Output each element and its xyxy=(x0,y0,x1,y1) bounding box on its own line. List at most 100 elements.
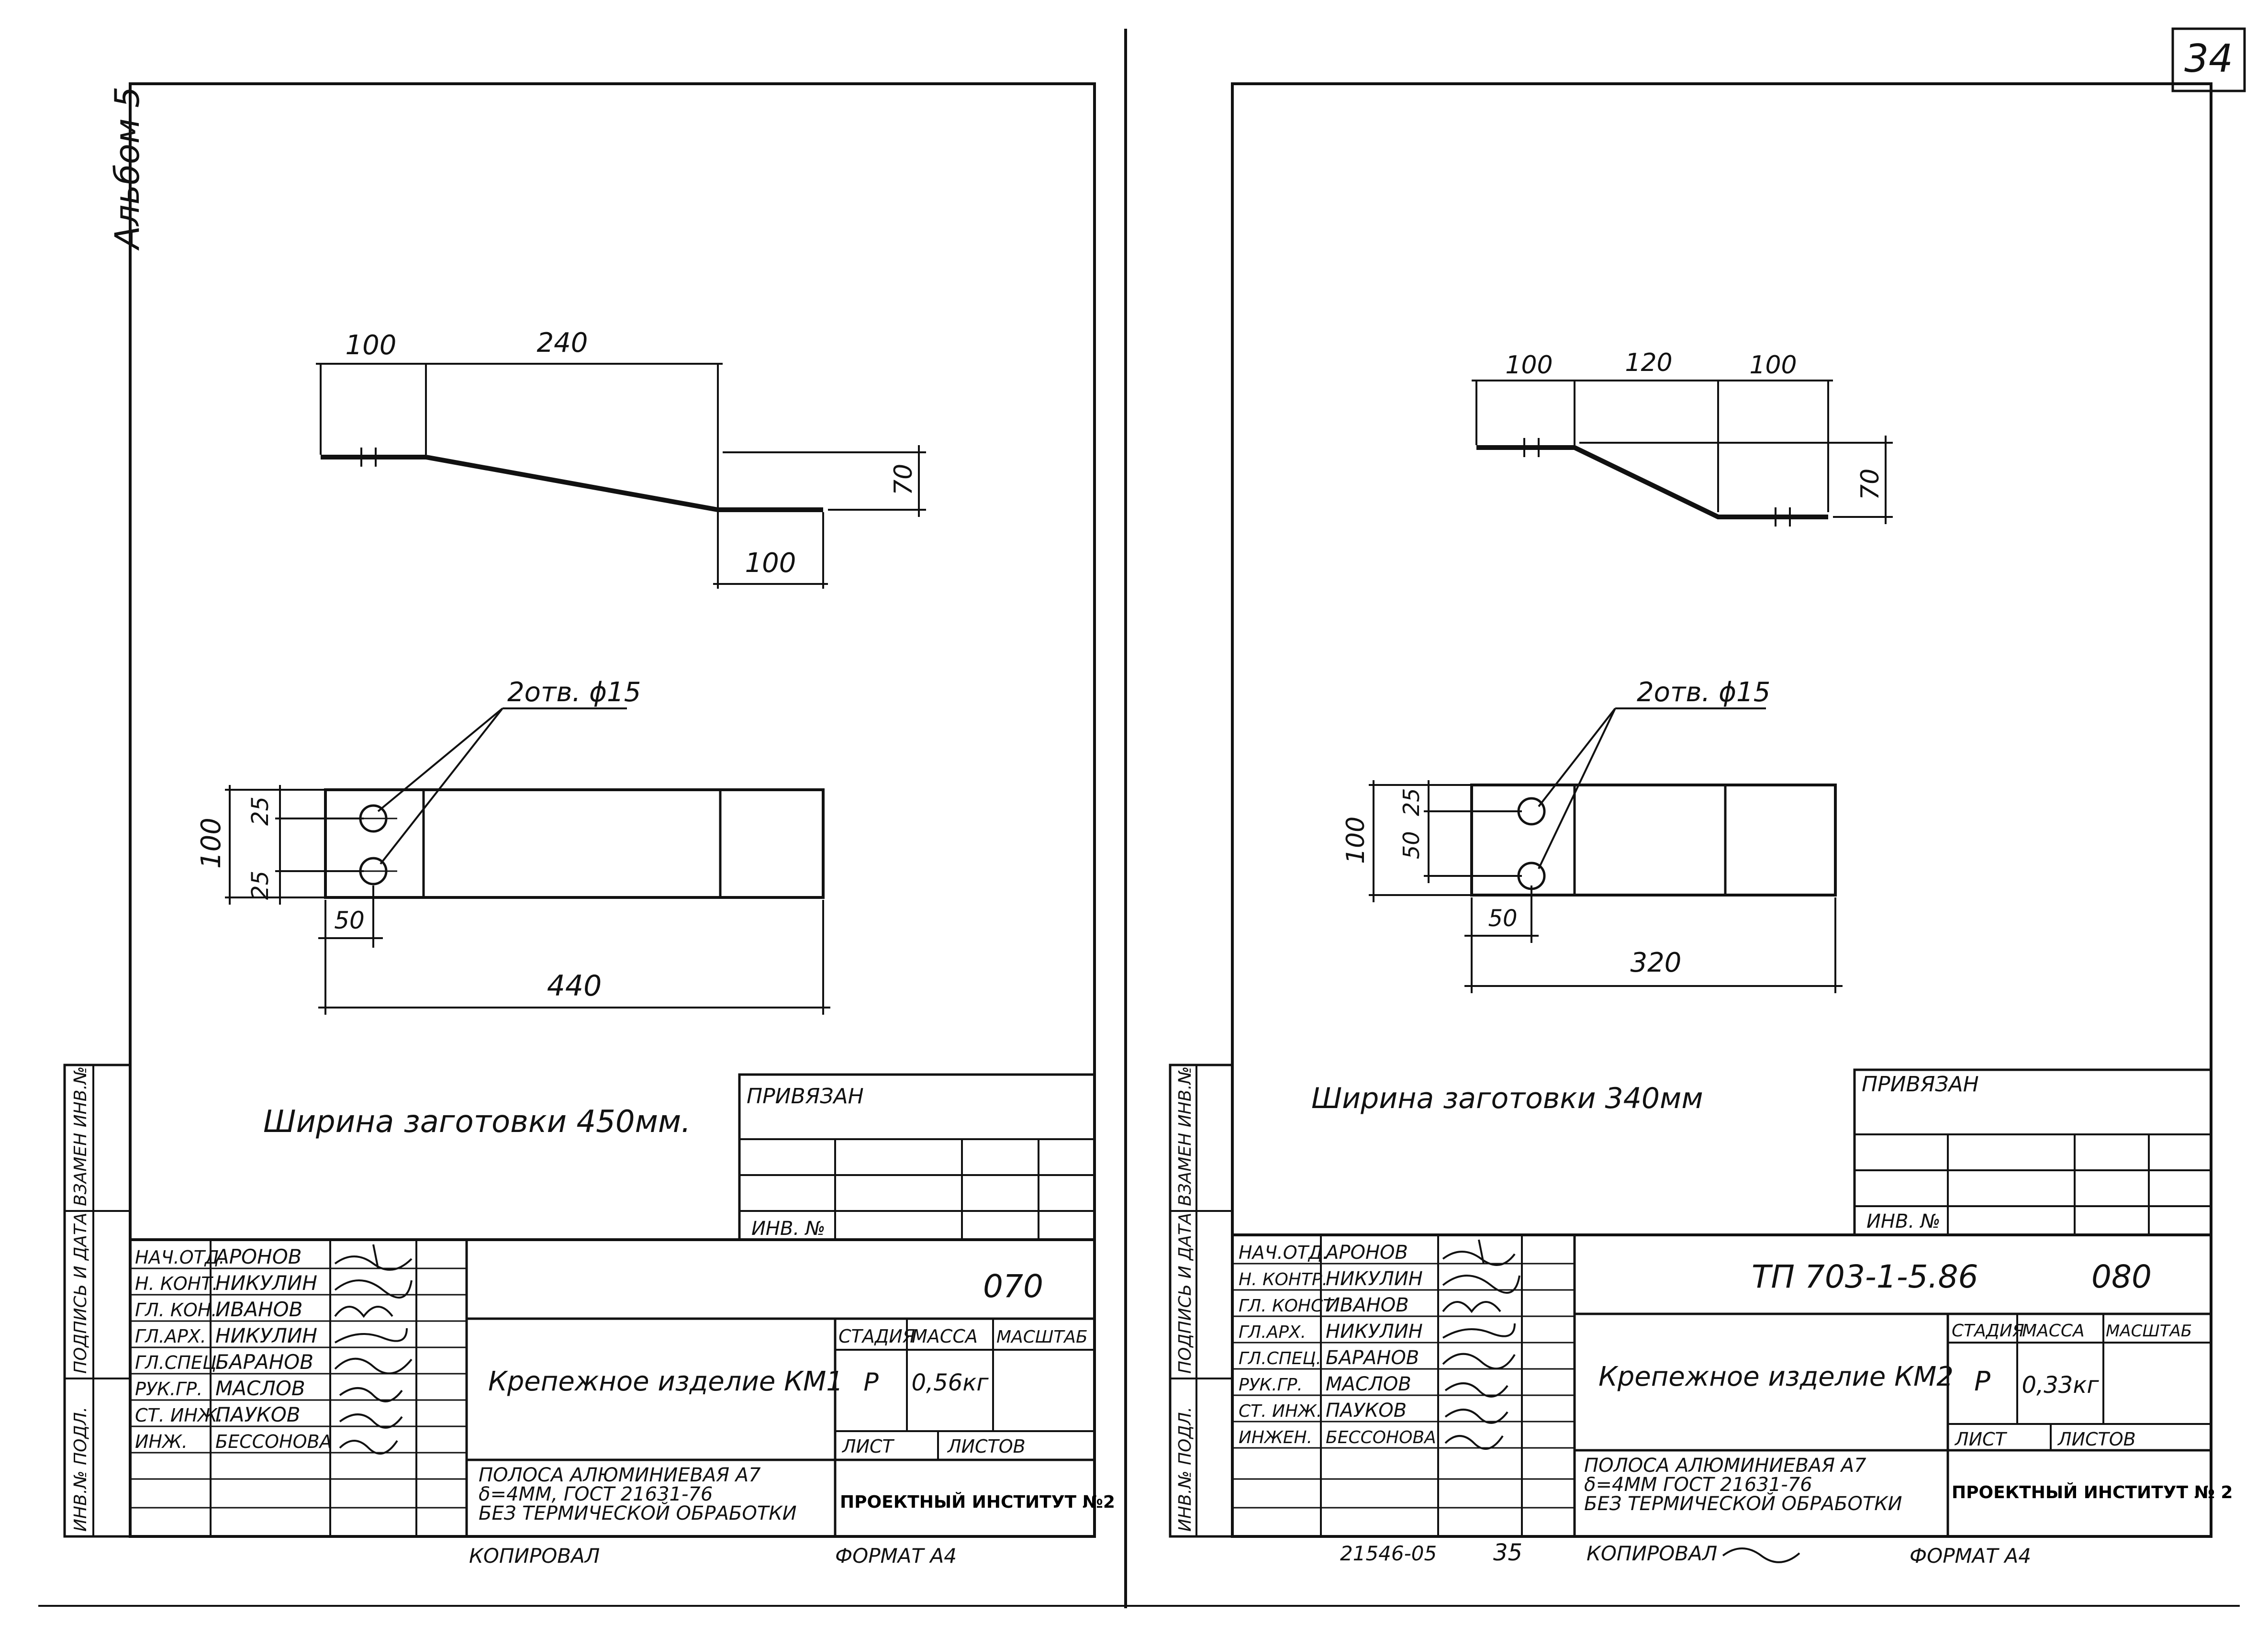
footer-number: 21546-05 xyxy=(1340,1542,1437,1565)
role: ИНЖ. xyxy=(135,1431,188,1452)
role: НАЧ.ОТД. xyxy=(1239,1242,1329,1263)
leader xyxy=(1538,707,1616,807)
privyazan-label: ПРИВЯЗАН xyxy=(747,1084,864,1109)
drawing-code: ТП 703-1-5.86 xyxy=(1752,1258,1978,1295)
right-approval-box: ПРИВЯЗАН ИНВ. № xyxy=(1853,1068,2212,1236)
name: НИКУЛИН xyxy=(215,1271,317,1295)
name: НИКУЛИН xyxy=(215,1324,317,1347)
mass-value: 0,56кг xyxy=(911,1369,989,1396)
stamp-signature-date: ПОДПИСЬ И ДАТА xyxy=(1175,1212,1195,1374)
signature xyxy=(339,1440,398,1455)
name: БЕССОНОВА xyxy=(215,1431,332,1452)
name: МАСЛОВ xyxy=(1326,1373,1411,1395)
leader xyxy=(1538,708,1616,869)
signature xyxy=(334,1357,413,1375)
left-profile-view: 100 240 70 100 xyxy=(316,327,926,589)
blank-width-note: Ширина заготовки 340мм xyxy=(1311,1082,1703,1115)
page-number: 34 xyxy=(2184,36,2233,81)
copier-signature xyxy=(1722,1547,1800,1563)
left-plan-strip xyxy=(324,788,825,899)
stage-label: СТАДИЯ xyxy=(1952,1321,2024,1341)
role: НАЧ.ОТД. xyxy=(135,1247,225,1268)
mass-label: МАССА xyxy=(912,1326,978,1347)
name: ПАУКОВ xyxy=(1326,1400,1407,1422)
hole xyxy=(1517,797,1546,826)
page-number-box xyxy=(2171,27,2246,92)
side-stamp-frame xyxy=(1169,1064,1234,1538)
dim-width-100: 100 xyxy=(1341,817,1370,864)
side-stamp-frame xyxy=(63,1064,132,1538)
left-title-block: НАЧ.ОТД. АРОНОВ Н. КОНТ. НИКУЛИН ГЛ. КОН… xyxy=(129,1238,1115,1538)
holes-label: 2отв. ϕ15 xyxy=(1637,677,1770,708)
signature xyxy=(339,1387,403,1402)
dim-240: 240 xyxy=(537,327,588,359)
signature xyxy=(1442,1301,1501,1313)
role: ГЛ.СПЕЦ. xyxy=(135,1352,223,1373)
left-side-stamp: ИНВ.№ ПОДЛ. ПОДПИСЬ И ДАТА ВЗАМЕН ИНВ.№ xyxy=(63,1064,132,1538)
holes-label: 2отв. ϕ15 xyxy=(507,677,641,708)
signature xyxy=(334,1328,408,1344)
material-line-1: ПОЛОСА АЛЮМИНИЕВАЯ А7 xyxy=(479,1464,761,1486)
dim-25-top: 25 xyxy=(247,796,274,826)
dim-width-100: 100 xyxy=(196,818,227,869)
role: ГЛ.АРХ. xyxy=(1239,1322,1306,1342)
name: НИКУЛИН xyxy=(1326,1268,1423,1290)
role: ГЛ.АРХ. xyxy=(135,1326,206,1347)
name: ИВАНОВ xyxy=(1326,1294,1409,1316)
footer-page: 35 xyxy=(1493,1539,1522,1566)
name: АРОНОВ xyxy=(214,1245,302,1268)
scale-label: МАСШТАБ xyxy=(996,1327,1088,1347)
album-label: Альбом 5 xyxy=(108,87,147,251)
left-plan-view: 2отв. ϕ15 100 25 25 50 440 xyxy=(196,677,830,1015)
leader xyxy=(377,707,503,812)
role: ГЛ. КОНСТ. xyxy=(1239,1296,1339,1316)
signature xyxy=(334,1244,413,1271)
privyazan-label: ПРИВЯЗАН xyxy=(1862,1072,1979,1097)
dim-120: 120 xyxy=(1625,348,1672,377)
sheet-code: 080 xyxy=(2091,1258,2152,1295)
institute: ПРОЕКТНЫЙ ИНСТИТУТ №2 xyxy=(840,1492,1115,1512)
dim-440: 440 xyxy=(547,969,602,1003)
sheet-label: ЛИСТ xyxy=(841,1436,895,1457)
role: РУК.ГР. xyxy=(1239,1375,1303,1395)
signature xyxy=(334,1279,413,1299)
material-line-2: δ=4ММ ГОСТ 21631-76 xyxy=(1584,1474,1812,1496)
drawing-title: Крепежное изделие КМ2 xyxy=(1598,1361,1954,1392)
stamp-inv-podl: ИНВ.№ ПОДЛ. xyxy=(71,1407,90,1532)
role: СТ. ИНЖ. xyxy=(135,1405,223,1426)
signature xyxy=(1442,1239,1516,1266)
name: БАРАНОВ xyxy=(215,1350,313,1374)
right-plan-strip xyxy=(1470,784,1837,896)
material-line-3: БЕЗ ТЕРМИЧЕСКОЙ ОБРАБОТКИ xyxy=(1584,1492,1902,1515)
material-line-3: БЕЗ ТЕРМИЧЕСКОЙ ОБРАБОТКИ xyxy=(479,1502,797,1524)
dim-100b: 100 xyxy=(745,548,796,579)
signature xyxy=(1442,1353,1516,1370)
left-bent-strip xyxy=(321,455,823,512)
material-line-1: ПОЛОСА АЛЮМИНИЕВАЯ А7 xyxy=(1584,1455,1866,1477)
dim-320: 320 xyxy=(1631,947,1682,978)
inv-no-label: ИНВ. № xyxy=(751,1218,825,1240)
signature xyxy=(1444,1435,1504,1450)
mass-value: 0,33кг xyxy=(2022,1372,2099,1399)
right-title-block: НАЧ.ОТД. АРОНОВ Н. КОНТР. НИКУЛИН ГЛ. КО… xyxy=(1231,1233,2233,1538)
blank-width-note: Ширина заготовки 450мм. xyxy=(263,1104,691,1140)
format-label: ФОРМАТ А4 xyxy=(1910,1544,2031,1568)
role: ГЛ. КОН. xyxy=(135,1300,217,1321)
signature xyxy=(1442,1323,1516,1339)
institute: ПРОЕКТНЫЙ ИНСТИТУТ № 2 xyxy=(1952,1482,2233,1502)
name: ПАУКОВ xyxy=(215,1403,301,1426)
dim-50: 50 xyxy=(334,907,365,934)
stamp-vzamen: ВЗАМЕН ИНВ.№ xyxy=(71,1066,90,1206)
dim-25-bottom: 25 xyxy=(247,871,274,900)
leader xyxy=(380,707,503,865)
stage-value: Р xyxy=(1974,1366,1990,1397)
dim-70: 70 xyxy=(1856,469,1885,500)
signature xyxy=(339,1413,403,1429)
name: БАРАНОВ xyxy=(1326,1347,1419,1369)
role: РУК.ГР. xyxy=(135,1378,202,1400)
stamp-signature-date: ПОДПИСЬ И ДАТА xyxy=(71,1212,90,1374)
dim-100b: 100 xyxy=(1749,351,1797,380)
role: ИНЖЕН. xyxy=(1239,1428,1312,1447)
signature xyxy=(1444,1382,1508,1398)
